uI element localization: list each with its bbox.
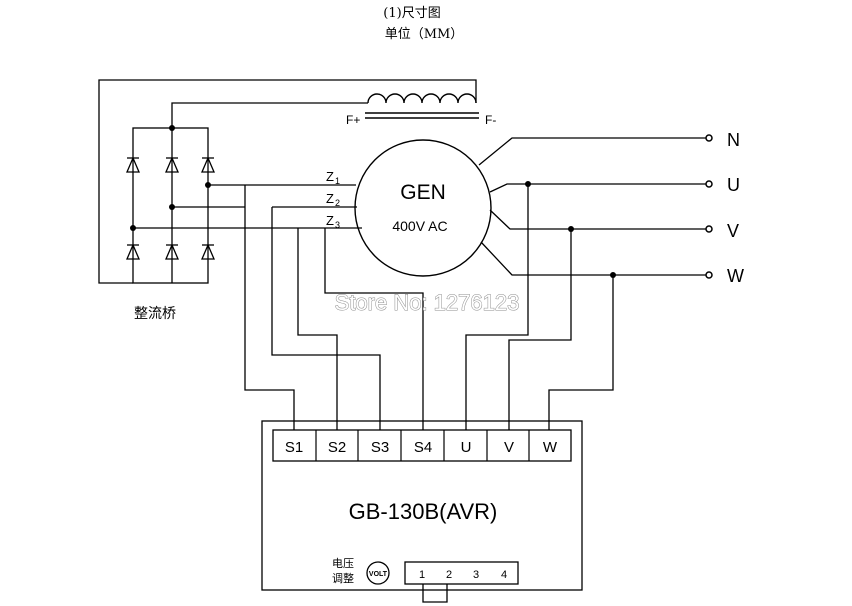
volt-adjust-label-line2: 调整 — [332, 571, 354, 585]
diode-icon — [126, 156, 215, 260]
terminal-strip — [272, 429, 572, 462]
volt-adjust-knob[interactable]: VOLT — [366, 561, 390, 585]
rectifier-label: 整流桥 — [134, 306, 176, 322]
winding-wires — [133, 184, 424, 430]
terminal-s3: S3 — [371, 439, 389, 456]
output-terminal-dots — [705, 134, 713, 279]
avr-model: GB-130B(AVR) — [349, 499, 498, 524]
generator-circle — [354, 139, 492, 277]
jumper-pin-3: 3 — [473, 569, 479, 581]
winding-label-z1: Z 1 — [326, 169, 340, 186]
jumper-link — [422, 584, 448, 603]
svg-text:Z: Z — [326, 169, 334, 184]
field-plus-label: F+ — [346, 113, 360, 127]
winding-label-z2: Z 2 — [326, 191, 340, 208]
output-label-u: U — [727, 175, 740, 195]
terminal-s2: S2 — [328, 439, 346, 456]
svg-text:1: 1 — [335, 176, 340, 186]
store-watermark: Store No: 1276123 — [335, 290, 520, 315]
output-label-v: V — [727, 221, 739, 241]
field-minus-label: F- — [485, 113, 496, 127]
jumper-pin-2: 2 — [446, 569, 452, 581]
terminal-u: U — [461, 439, 472, 456]
volt-adjust-label-line1: 电压 — [332, 557, 354, 570]
jumper-pin-1: 1 — [419, 569, 425, 581]
terminal-v: V — [504, 439, 514, 456]
unit-label: 单位（MM） — [385, 27, 464, 42]
diagram-title: (1)尺寸图 — [383, 6, 440, 21]
winding-label-z3: Z 3 — [326, 213, 340, 230]
terminal-w: W — [543, 439, 558, 456]
svg-text:Z: Z — [326, 191, 334, 206]
svg-text:2: 2 — [335, 198, 340, 208]
field-wiring — [98, 79, 477, 284]
output-label-n: N — [727, 130, 740, 150]
jumper-pin-4: 4 — [501, 569, 507, 581]
generator-name: GEN — [400, 181, 446, 204]
jumper-connector — [404, 561, 519, 603]
output-label-w: W — [727, 266, 744, 286]
avr-module — [261, 420, 583, 591]
svg-text:3: 3 — [335, 220, 340, 230]
output-wires — [465, 137, 708, 430]
svg-text:Z: Z — [326, 213, 334, 228]
field-coil-icon — [365, 93, 479, 119]
generator-rating: 400V AC — [392, 218, 447, 234]
terminal-s4: S4 — [414, 439, 432, 456]
terminal-s1: S1 — [285, 439, 303, 456]
volt-knob-label: VOLT — [369, 571, 388, 578]
